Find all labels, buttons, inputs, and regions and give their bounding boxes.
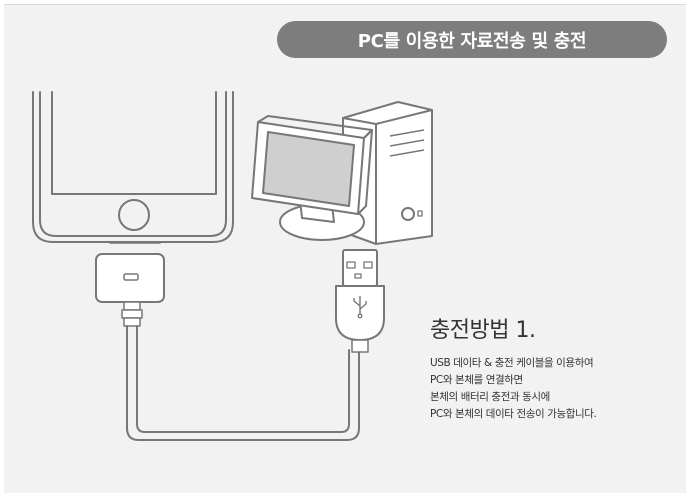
usb-symbol-icon [353, 296, 367, 319]
description-line: PC와 본체를 연결하면 [430, 374, 523, 386]
phone-illustration [32, 91, 234, 244]
usb-cable [126, 325, 360, 441]
dock-connector [95, 253, 165, 327]
description-line: PC와 본체의 데이타 전송이 가능합니다. [430, 408, 597, 420]
method-description: USB 데이타 & 충전 케이블을 이용하여 PC와 본체를 연결하면 본체의 … [430, 355, 680, 423]
page-title: PC를 이용한 자료전송 및 충전 [277, 21, 667, 58]
description-line: USB 데이타 & 충전 케이블을 이용하여 [430, 357, 594, 369]
monitor [251, 115, 373, 241]
description-line: 본체의 배터리 충전과 동시에 [430, 391, 550, 403]
content-panel [4, 4, 686, 493]
usb-connector [335, 249, 385, 353]
method-heading: 충전방법 1. [430, 318, 536, 343]
